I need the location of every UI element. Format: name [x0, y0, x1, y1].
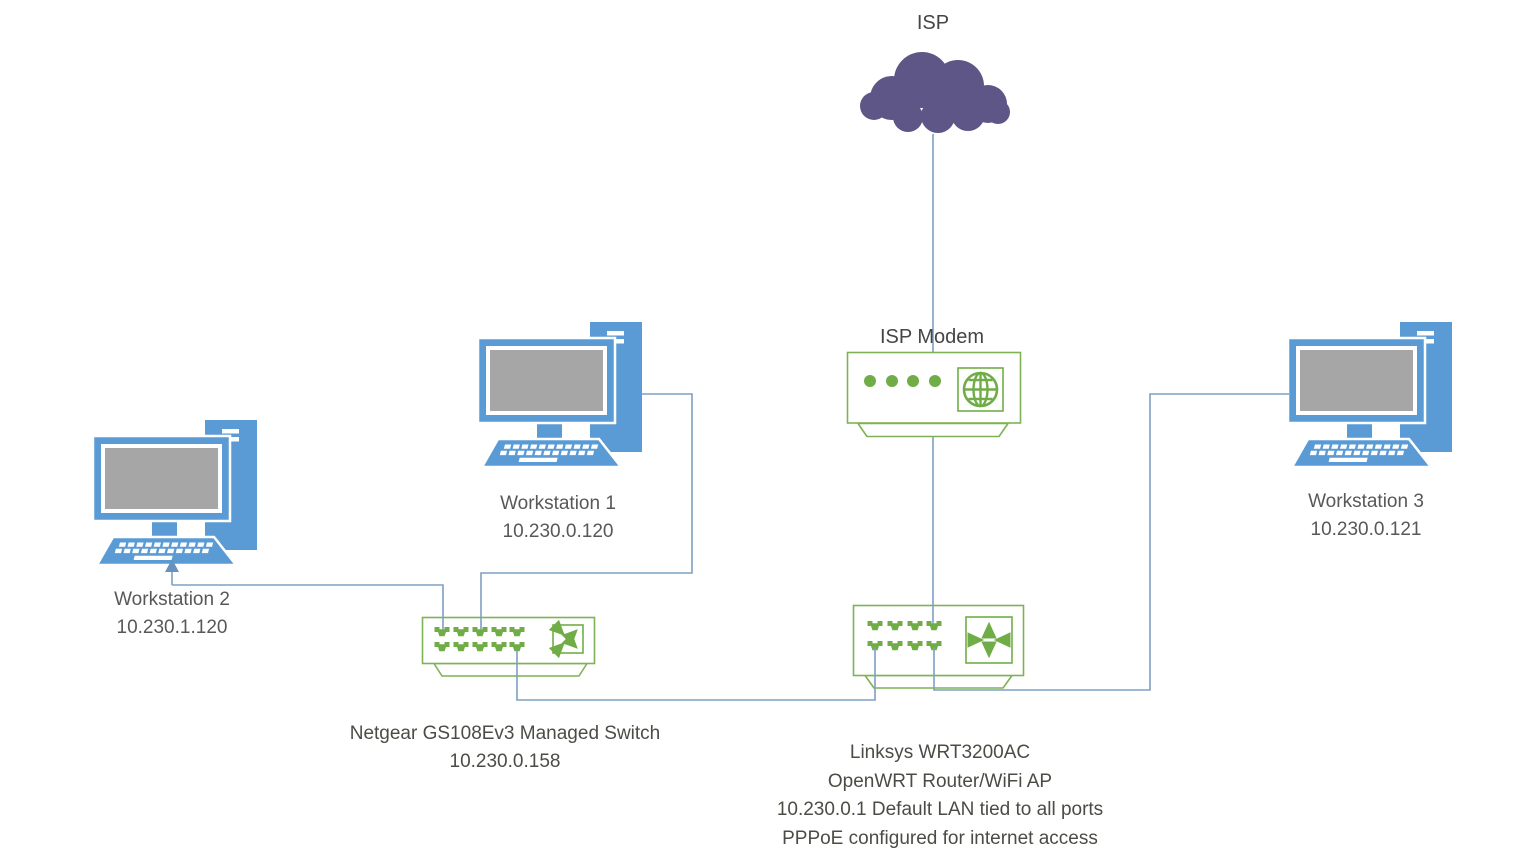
connection-arrow-icon: [165, 559, 179, 572]
globe-icon: [957, 367, 1004, 412]
router-box: [852, 604, 1025, 689]
switch-name: Netgear GS108Ev3 Managed Switch: [349, 723, 661, 744]
router-name: Linksys WRT3200AC: [849, 742, 1031, 763]
isp-label: ISP: [916, 12, 950, 34]
link-switch-to-router: [516, 647, 876, 701]
workstation1-name: Workstation 1: [500, 493, 616, 514]
workstation3-labels: Workstation 3 10.230.0.121: [1266, 488, 1466, 544]
workstation1-ip: 10.230.0.120: [502, 521, 614, 542]
workstation3-name: Workstation 3: [1308, 491, 1424, 512]
link-workstation1-to-switch: [480, 393, 693, 630]
workstation2-ip: 10.230.1.120: [116, 617, 228, 638]
router-pppoe-note: PPPoE configured for internet access: [782, 827, 1098, 849]
router-arrows-icon: [965, 616, 1013, 664]
switch-labels: Netgear GS108Ev3 Managed Switch 10.230.0…: [305, 720, 705, 776]
switch-ip: 10.230.0.158: [449, 751, 561, 772]
router-labels: Linksys WRT3200AC OpenWRT Router/WiFi AP…: [720, 739, 1160, 853]
workstation3-ip: 10.230.0.121: [1310, 519, 1422, 540]
isp-modem-label: ISP Modem: [879, 326, 985, 348]
workstation2-name: Workstation 2: [114, 589, 230, 610]
modem-status-lights: [864, 375, 941, 387]
router-lan-note: 10.230.0.1 Default LAN tied to all ports: [776, 799, 1104, 820]
isp-modem-box: [846, 351, 1022, 438]
isp-cloud-icon: [860, 52, 1010, 133]
link-router-to-workstation3: [933, 393, 1289, 691]
switch-box: [421, 616, 596, 677]
router-firmware: OpenWRT Router/WiFi AP: [827, 770, 1053, 792]
workstation1-labels: Workstation 1 10.230.0.120: [458, 490, 658, 546]
workstation2-labels: Workstation 2 10.230.1.120: [72, 586, 272, 642]
switch-crossed-arrows-icon: [548, 619, 584, 659]
